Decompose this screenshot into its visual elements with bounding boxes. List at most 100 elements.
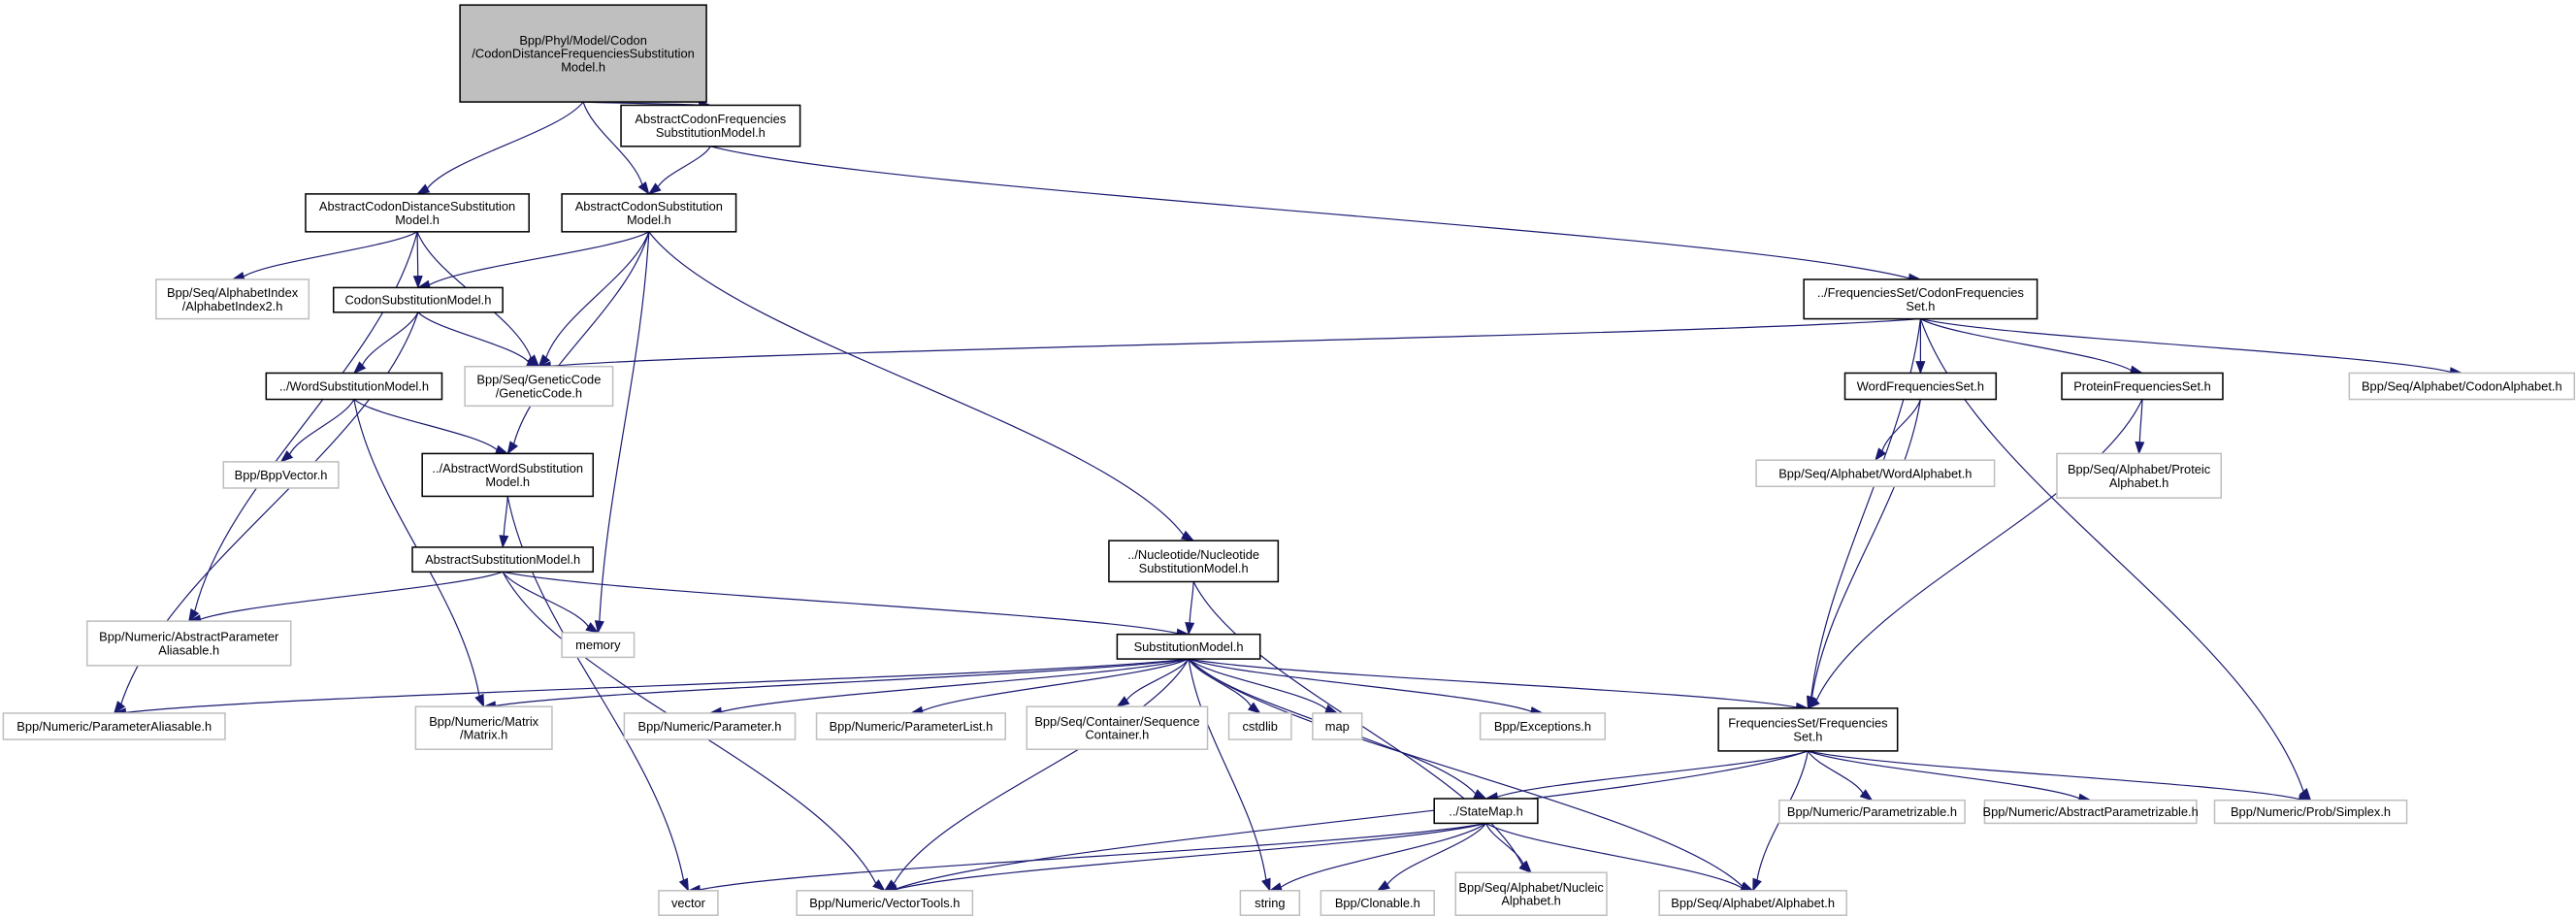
edge-line [502,571,589,627]
arrowhead-icon [499,535,509,549]
edge-line [1815,399,2143,702]
node-box [1239,890,1301,916]
node-label: ProteinFrequenciesSet.h [2073,379,2211,394]
node-label: Bpp/Seq/Alphabet/Nucleic [1458,880,1604,895]
arrowhead-icon [637,180,650,195]
node-label: Bpp/Numeric/ParameterList.h [830,719,994,734]
arrowhead-icon [2135,441,2145,455]
node-label: cstdlib [1242,719,1277,734]
arrowhead-icon [1324,704,1339,714]
node-alphabet: Bpp/Seq/Alphabet/Alphabet.h [1658,890,1847,916]
node-pfs[interactable]: ProteinFrequenciesSet.h [2061,372,2224,401]
edge-acsm-to-gc [538,231,650,368]
node-csm[interactable]: CodonSubstitutionModel.h [332,286,504,313]
node-box [658,890,719,916]
node-box [1843,372,1998,401]
edge-line [495,658,1190,706]
node-label: Bpp/Numeric/ParameterAliasable.h [16,719,212,734]
arrowhead-icon [678,877,689,892]
node-codonalpha: Bpp/Seq/Alphabet/CodonAlphabet.h [2348,372,2576,401]
edge-acfsm-to-acsm [647,146,711,195]
node-label: vector [671,896,706,910]
node-box [1778,799,1966,825]
edge-asm-to-apa [187,571,504,625]
node-label: Bpp/Numeric/Matrix [429,714,538,729]
node-label: Bpp/Numeric/AbstractParameter [99,630,279,644]
node-nsm[interactable]: ../Nucleotide/NucleotideSubstitutionMode… [1108,540,1280,583]
node-label: AbstractCodonDistanceSubstitution [319,199,515,213]
node-aparametrizable: Bpp/Numeric/AbstractParametrizable.h [1983,799,2199,825]
edge-line [1808,750,2080,800]
edge-line [2138,399,2143,442]
edge-sm-to-vectortools [883,658,1190,892]
node-box [1312,712,1363,740]
edge-line [513,231,650,444]
node-statemap[interactable]: ../StateMap.h [1433,798,1539,825]
node-label: AbstractSubstitutionModel.h [425,552,580,567]
node-exceptions: Bpp/Exceptions.h [1479,712,1607,740]
node-box [2061,372,2224,401]
node-root[interactable]: Bpp/Phyl/Model/Codon/CodonDistanceFreque… [459,4,707,103]
node-label: memory [575,638,621,652]
node-label: Bpp/Seq/Container/Sequence [1034,714,1199,729]
node-fs[interactable]: FrequenciesSet/FrequenciesSet.h [1717,707,1899,752]
arrowhead-icon [1807,696,1820,709]
arrowhead-icon [353,361,367,375]
edge-statemap-to-vectortools [883,822,1486,895]
node-ai2: Bpp/Seq/AlphabetIndex/AlphabetIndex2.h [155,278,310,320]
node-label: Bpp/Seq/Alphabet/WordAlphabet.h [1778,466,1972,480]
node-wfs[interactable]: WordFrequenciesSet.h [1843,372,1998,401]
node-sm[interactable]: SubstitutionModel.h [1116,633,1261,660]
edge-line [1188,658,1327,710]
edge-acdsm-to-ai2 [231,231,418,281]
node-label: Alphabet.h [2109,475,2169,490]
edge-line [1188,658,1252,707]
edge-line [503,496,508,537]
edge-line [550,317,1921,367]
edge-line [1807,750,1864,794]
node-label: Bpp/BppVector.h [235,468,328,482]
edge-line [1189,581,1194,623]
edge-line [416,231,419,277]
node-wsm[interactable]: ../WordSubstitutionModel.h [265,372,443,401]
edge-acsm-to-memory [594,231,650,635]
node-string: string [1239,890,1301,916]
edge-line [582,101,643,185]
edge-line [200,571,504,620]
node-label: Set.h [1793,729,1822,743]
node-acfsm[interactable]: AbstractCodonFrequenciesSubstitutionMode… [620,104,801,147]
node-label: AbstractCodonFrequencies [635,112,786,126]
node-box [1108,540,1280,583]
node-simplex: Bpp/Numeric/Prob/Simplex.h [2213,799,2408,825]
node-vectortools: Bpp/Numeric/VectorTools.h [796,890,974,916]
node-label: Model.h [627,213,671,227]
edge-root-to-acdsm [416,101,584,195]
node-label: WordFrequenciesSet.h [1857,379,1984,394]
node-label: Bpp/Numeric/AbstractParametrizable.h [1983,804,2199,819]
node-box [2213,799,2408,825]
node-label: Bpp/Numeric/Parameter.h [638,719,782,734]
edge-cfs-to-gc [538,317,1921,372]
edge-acsm-to-awsm [506,231,650,455]
node-box [464,365,614,408]
edge-line [710,146,1909,279]
arrowhead-icon [1519,860,1532,874]
node-plist: Bpp/Numeric/ParameterList.h [815,712,1007,740]
edge-statemap-to-string [1268,822,1486,892]
edge-fs-to-aparametrizable [1808,750,2092,803]
arrowhead-icon [412,276,423,289]
node-clonable: Bpp/Clonable.h [1320,890,1435,916]
node-label: SubstitutionModel.h [1134,639,1244,654]
node-label: ../FrequenciesSet/CodonFrequencies [1817,285,2024,300]
node-box [414,705,553,750]
node-box [2056,452,2223,499]
edge-line [361,311,419,366]
edge-acdsm-to-apa [188,231,418,623]
node-asm[interactable]: AbstractSubstitutionModel.h [411,546,595,573]
